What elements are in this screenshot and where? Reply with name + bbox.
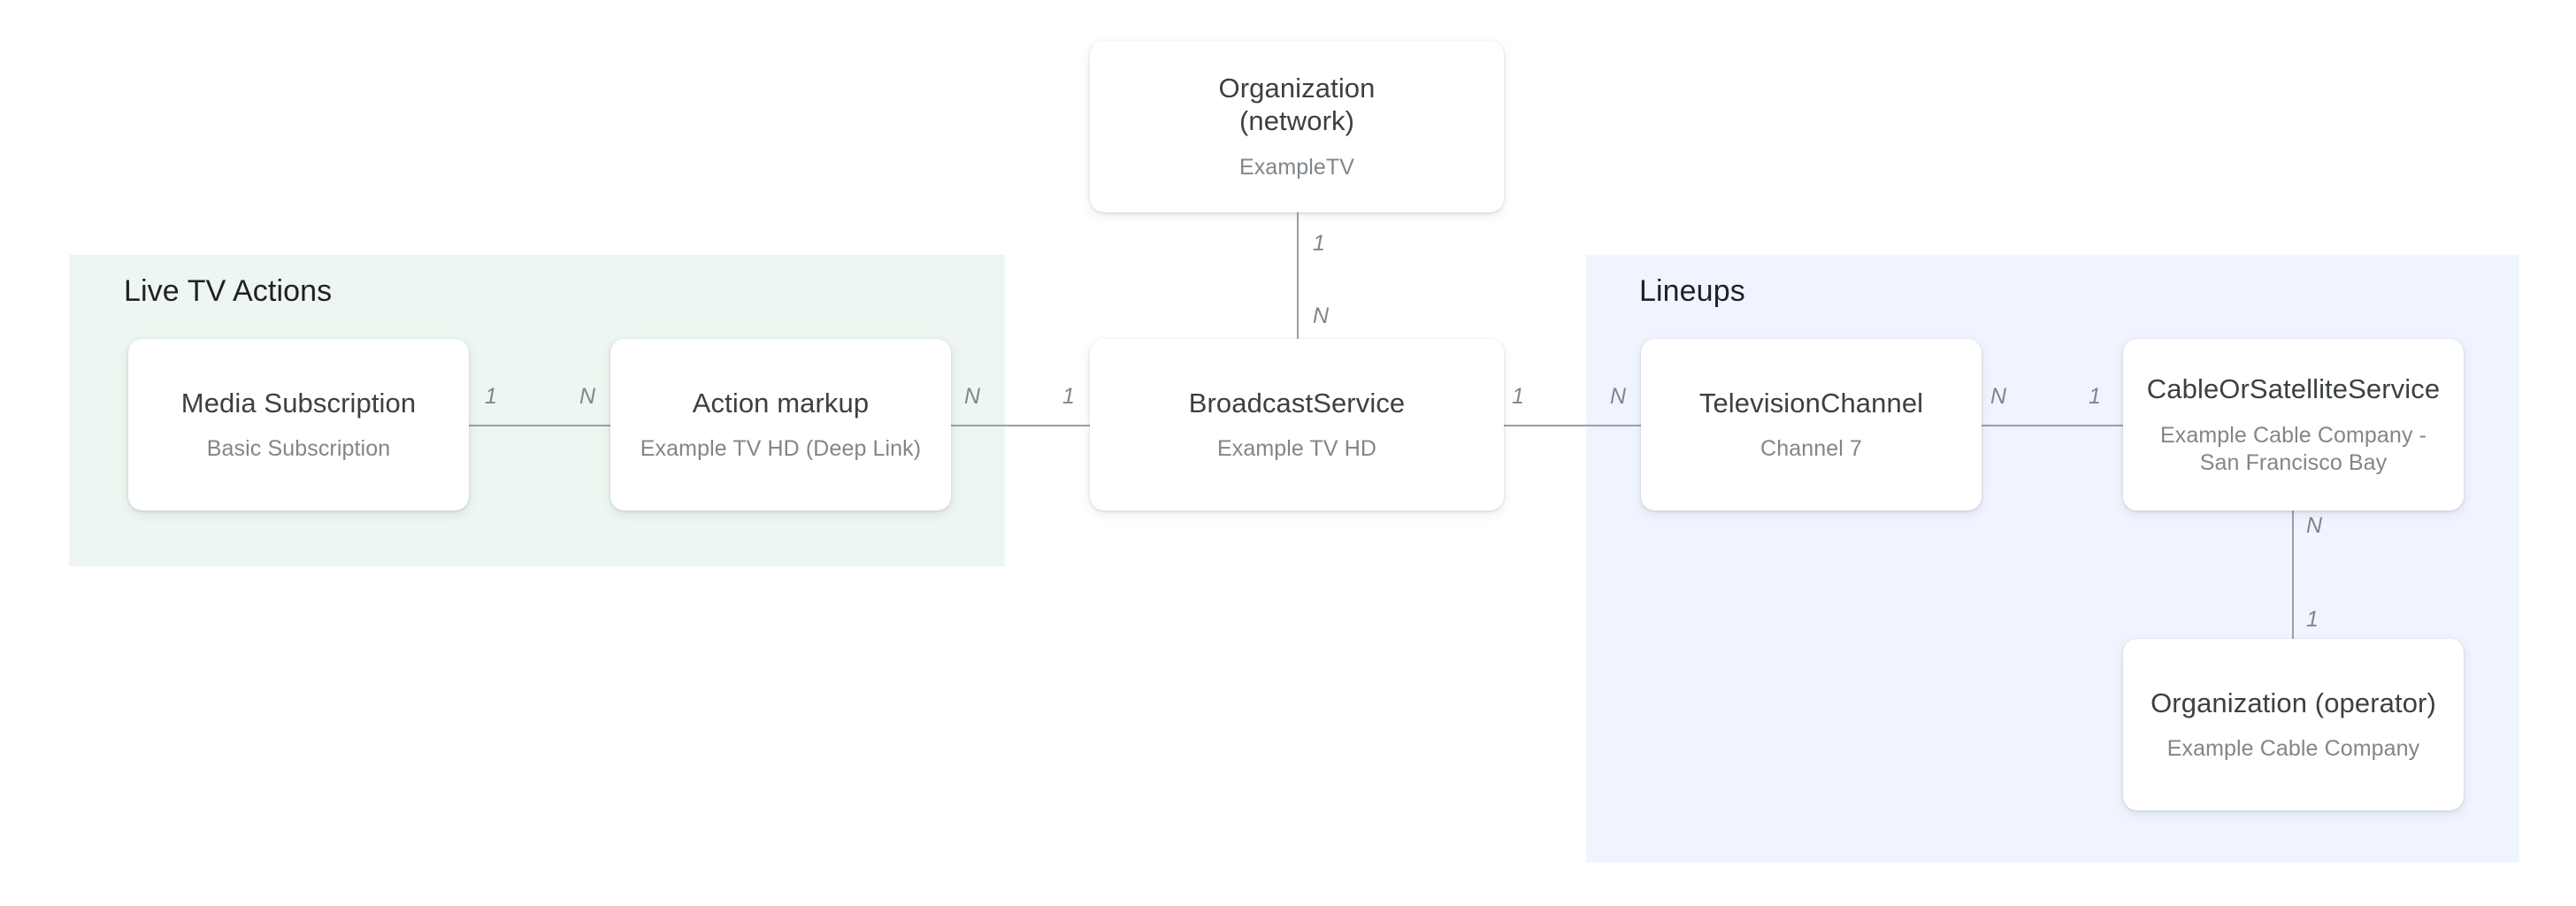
node-subtitle: Example TV HD <box>1216 436 1377 462</box>
edge-cardinality-label: N <box>1610 384 1627 409</box>
edge-line-media-subscription-to-action-markup <box>467 425 612 426</box>
node-organization-network[interactable]: Organization (network) ExampleTV <box>1090 41 1504 212</box>
node-subtitle: Example Cable Company <box>2166 736 2420 762</box>
edge-line-action-markup-to-broadcast-service <box>949 425 1092 426</box>
edge-cardinality-label: 1 <box>485 384 497 409</box>
edge-line-television-channel-to-cable-or-satellite-service <box>1980 425 2125 426</box>
edge-line-organization-network-to-broadcast-service <box>1297 212 1299 339</box>
edge-cardinality-label: 1 <box>2306 607 2319 632</box>
edge-line-cable-or-satellite-service-to-organization-operator <box>2292 511 2294 640</box>
edge-cardinality-label: N <box>2306 513 2323 538</box>
node-organization-operator[interactable]: Organization (operator) Example Cable Com… <box>2123 639 2464 810</box>
edge-cardinality-label: N <box>1313 303 1330 328</box>
group-title-lineups: Lineups <box>1639 274 1745 308</box>
node-title: Organization (operator) <box>2150 687 2436 718</box>
node-subtitle: ExampleTV <box>1238 154 1355 180</box>
edge-line-broadcast-service-to-television-channel <box>1502 425 1643 426</box>
node-subtitle: Example Cable Company - San Francisco Ba… <box>2159 422 2427 475</box>
edge-cardinality-label: 1 <box>1512 384 1524 409</box>
node-title: Organization (network) <box>1218 72 1376 137</box>
node-subtitle: Channel 7 <box>1760 436 1862 462</box>
node-subtitle: Example TV HD (Deep Link) <box>640 436 922 462</box>
edge-cardinality-label: 1 <box>1313 231 1325 256</box>
node-subtitle: Basic Subscription <box>206 436 391 462</box>
group-title-live-tv-actions: Live TV Actions <box>124 274 333 308</box>
edge-cardinality-label: 1 <box>2089 384 2101 409</box>
node-title: Media Subscription <box>180 387 417 418</box>
edge-cardinality-label: N <box>579 384 596 409</box>
edge-cardinality-label: 1 <box>1062 384 1075 409</box>
node-title: TelevisionChannel <box>1698 387 1924 418</box>
node-title: Action markup <box>692 387 870 418</box>
edge-cardinality-label: N <box>964 384 981 409</box>
edge-cardinality-label: N <box>1990 384 2007 409</box>
node-title: BroadcastService <box>1188 387 1406 418</box>
node-title: CableOrSatelliteService <box>2146 373 2441 404</box>
